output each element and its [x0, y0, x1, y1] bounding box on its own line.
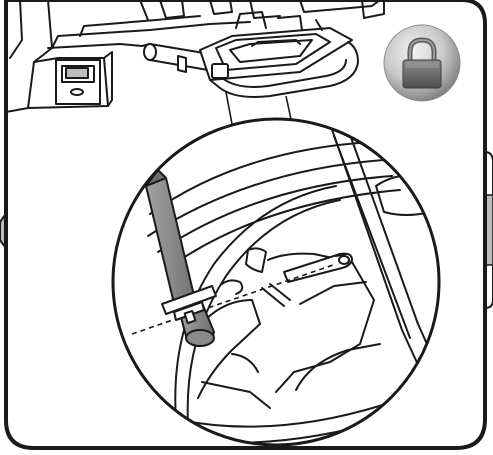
saw-base-illustration	[6, 0, 385, 113]
square-tool	[145, 169, 217, 347]
magnified-detail	[111, 117, 441, 447]
panel-frame	[4, 0, 487, 450]
padlock-icon	[402, 37, 442, 89]
lock-badge	[383, 24, 461, 102]
